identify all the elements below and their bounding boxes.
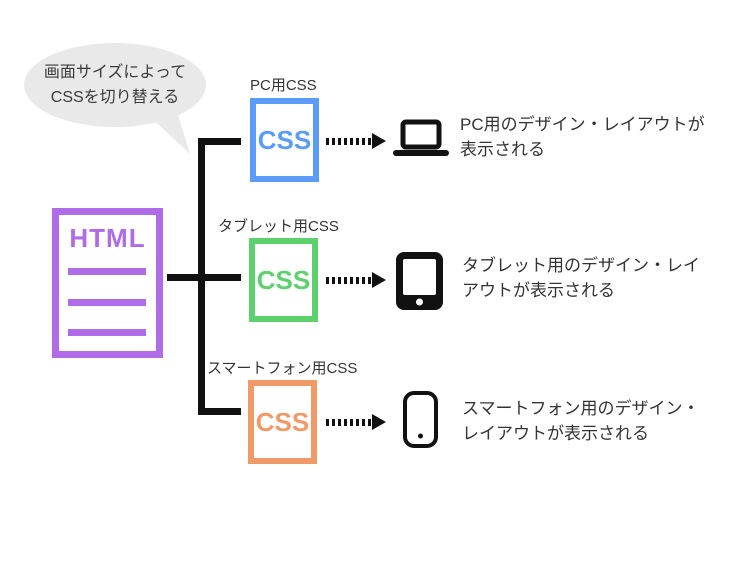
html-document-box: HTML bbox=[52, 208, 163, 358]
smartphone-description-line1: スマートフォン用のデザイン・ bbox=[462, 399, 700, 418]
tablet-description-line2: アウトが表示される bbox=[462, 281, 615, 300]
tablet-icon bbox=[396, 252, 443, 310]
speech-bubble: 画面サイズによって CSSを切り替える bbox=[24, 43, 206, 127]
speech-bubble-line2: CSSを切り替える bbox=[50, 89, 180, 106]
dotted-arrow-pc bbox=[326, 138, 372, 145]
html-text-line-decor bbox=[68, 299, 146, 306]
arrowhead-tablet bbox=[372, 272, 386, 288]
dotted-arrow-smartphone bbox=[326, 419, 372, 426]
tablet-description-line1: タブレット用のデザイン・レイ bbox=[462, 256, 700, 275]
smartphone-css-label: スマートフォン用CSS bbox=[207, 360, 358, 377]
connector-trunk bbox=[198, 138, 205, 415]
pc-description-line2: 表示される bbox=[460, 140, 545, 159]
pc-css-box-text: CSS bbox=[257, 124, 312, 155]
smartphone-description-line2: レイアウトが表示される bbox=[462, 424, 649, 443]
tablet-css-label: タブレット用CSS bbox=[218, 218, 339, 235]
pc-description: PC用のデザイン・レイアウトが 表示される bbox=[460, 112, 705, 162]
smartphone-css-box: CSS bbox=[248, 380, 317, 464]
html-text-line-decor bbox=[68, 268, 146, 275]
connector-branch-bottom bbox=[198, 408, 241, 415]
pc-css-box: CSS bbox=[250, 98, 319, 182]
smartphone-icon bbox=[403, 391, 438, 448]
arrowhead-smartphone bbox=[372, 414, 386, 430]
tablet-description: タブレット用のデザイン・レイ アウトが表示される bbox=[462, 253, 700, 303]
tablet-css-box: CSS bbox=[249, 238, 318, 322]
smartphone-description: スマートフォン用のデザイン・ レイアウトが表示される bbox=[462, 396, 700, 446]
html-text-line-decor bbox=[68, 329, 146, 336]
speech-bubble-line1: 画面サイズによって bbox=[43, 64, 187, 81]
pc-css-label: PC用CSS bbox=[250, 77, 317, 94]
laptop-icon bbox=[393, 119, 449, 156]
tablet-css-box-text: CSS bbox=[256, 264, 311, 295]
connector-branch-top bbox=[198, 138, 241, 145]
pc-description-line1: PC用のデザイン・レイアウトが bbox=[460, 115, 705, 134]
arrowhead-pc bbox=[372, 133, 386, 149]
html-box-label: HTML bbox=[69, 223, 146, 253]
smartphone-css-box-text: CSS bbox=[255, 406, 310, 437]
dotted-arrow-tablet bbox=[326, 277, 372, 284]
